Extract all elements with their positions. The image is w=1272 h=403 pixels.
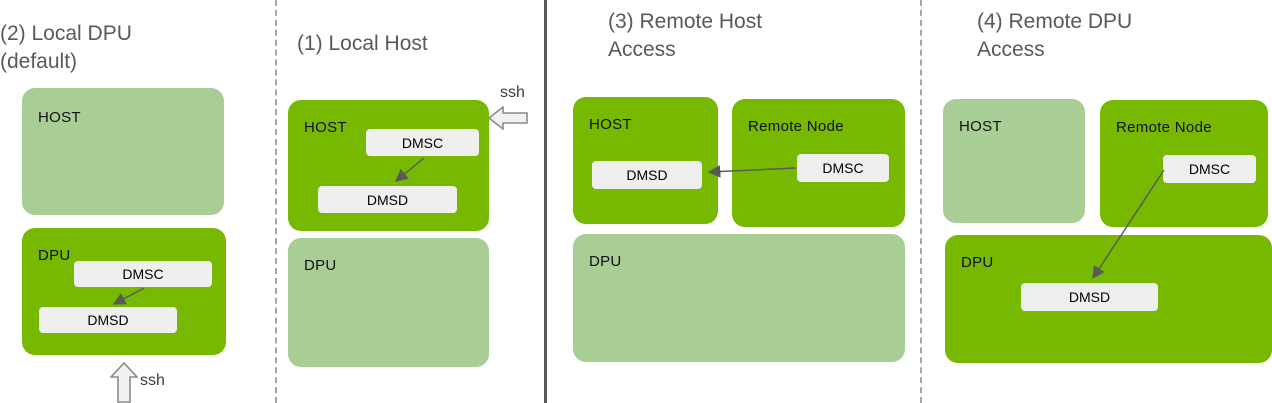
dmsd-label: DMSD [1068,289,1111,305]
dmsd-chip-panel3: DMSD [592,161,702,189]
ssh-label-panel2: ssh [500,84,525,101]
host-box-panel1: HOST [22,88,224,215]
ssh-up-block-arrow-icon [110,362,138,403]
dmsc-chip-panel1: DMSC [74,261,212,287]
host-box-panel4: HOST [943,99,1085,223]
title-line: (3) Remote Host [608,10,763,33]
dmsc-label: DMSC [122,266,164,282]
dmsc-label: DMSC [822,160,864,176]
dpu-box-panel3: DPU [573,234,905,362]
host-label: HOST [589,116,632,133]
remote-node-label: Remote Node [748,118,844,135]
ssh-left-block-arrow-icon [488,106,528,130]
ssh-label-panel1: ssh [140,372,165,389]
dmsc-chip-panel2: DMSC [366,129,479,156]
panel-title-local-host: (1) Local Host [297,30,428,58]
divider-dashed-1 [275,0,277,403]
dpu-box-panel2: DPU [288,238,489,367]
dmsd-chip-panel2: DMSD [318,186,457,213]
remote-node-label: Remote Node [1116,119,1212,136]
title-line: Access [977,38,1045,61]
dpu-label: DPU [304,257,337,274]
dpu-box-panel4: DPU DMSD [945,235,1272,363]
remote-node-box-panel4: Remote Node DMSC [1100,100,1268,227]
title-line: (2) Local DPU [0,22,132,45]
dmsd-label: DMSD [366,191,409,208]
panel-title-remote-host-access: (3) Remote Host Access [608,8,762,64]
dpu-label: DPU [38,247,71,264]
title-line: (1) Local Host [297,32,428,55]
dmsd-chip-panel1: DMSD [39,307,177,333]
dmsc-label: DMSC [1188,161,1231,177]
host-box-panel2: HOST DMSC DMSD [288,100,489,231]
host-label: HOST [304,119,347,136]
panel-title-local-dpu: (2) Local DPU (default) [0,20,132,76]
dmsc-label: DMSC [401,134,444,151]
host-label: HOST [38,109,81,126]
host-label: HOST [959,118,1002,135]
remote-node-box-panel3: Remote Node DMSC [732,99,905,227]
dpu-box-panel1: DPU DMSC DMSD [22,228,226,355]
dmsd-label: DMSD [626,167,668,183]
panel-title-remote-dpu-access: (4) Remote DPU Access [977,8,1132,64]
dmsd-label: DMSD [87,312,129,328]
divider-dashed-2 [920,0,922,403]
dpu-label: DPU [589,253,622,270]
title-line: (4) Remote DPU [977,10,1133,33]
dmsc-chip-panel3: DMSC [797,154,889,182]
dpu-label: DPU [961,254,994,271]
dmsc-chip-panel4: DMSC [1163,155,1256,183]
title-line: Access [608,38,676,61]
dmsd-chip-panel4: DMSD [1021,283,1158,311]
host-box-panel3: HOST DMSD [573,97,718,224]
divider-solid [544,0,547,403]
title-line: (default) [0,50,78,73]
